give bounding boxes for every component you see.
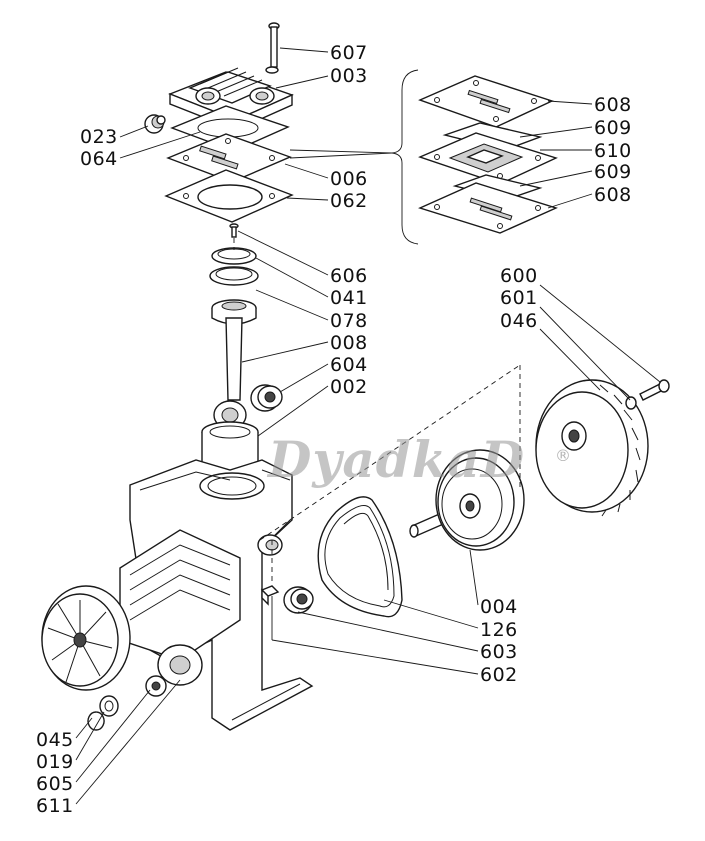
- label-006: 006: [330, 168, 368, 190]
- label-004: 004: [480, 596, 518, 618]
- detail-valve-plate-top: [418, 75, 554, 128]
- label-003: 003: [330, 65, 368, 87]
- label-019: 019: [36, 751, 74, 773]
- label-008: 008: [330, 332, 368, 354]
- piston-rings: [209, 247, 259, 286]
- label-606: 606: [330, 265, 368, 287]
- motor: [119, 529, 241, 686]
- label-610: 610: [594, 140, 632, 162]
- label-611: 611: [36, 795, 74, 817]
- label-046: 046: [500, 310, 538, 332]
- label-045: 045: [36, 729, 74, 751]
- label-608-top: 608: [594, 94, 632, 116]
- leader-lines: [75, 47, 661, 805]
- flywheel-bolt: [639, 379, 670, 401]
- label-062: 062: [330, 190, 368, 212]
- seal-605: [145, 675, 167, 697]
- watermark: DyadkaD: [268, 430, 526, 489]
- washer: [99, 695, 119, 717]
- label-064: 064: [80, 148, 118, 170]
- drive-pulley: [435, 449, 525, 551]
- axis-lines: [233, 238, 521, 585]
- detail-valve-plate-middle: [418, 132, 558, 185]
- circlip: [87, 711, 105, 731]
- label-002: 002: [330, 376, 368, 398]
- label-608-bottom: 608: [594, 184, 632, 206]
- cylinder-gasket: [164, 169, 294, 223]
- label-603: 603: [480, 641, 518, 663]
- detail-bracket: [289, 69, 419, 245]
- label-604: 604: [330, 354, 368, 376]
- label-602: 602: [480, 664, 518, 686]
- label-078: 078: [330, 310, 368, 332]
- label-609-bottom: 609: [594, 161, 632, 183]
- bearing: [250, 384, 283, 412]
- label-041: 041: [330, 287, 368, 309]
- flywheel-washer: [625, 396, 637, 410]
- watermark-registered-mark: ®: [555, 446, 571, 465]
- oil-seal: [283, 586, 314, 614]
- label-023: 023: [80, 126, 118, 148]
- label-601: 601: [500, 287, 538, 309]
- flywheel: [535, 379, 649, 517]
- connecting-rod: [213, 317, 247, 430]
- detail-valve-plate-bottom: [418, 182, 558, 234]
- head-bolt: [265, 22, 280, 74]
- label-126: 126: [480, 619, 518, 641]
- motor-fan: [41, 585, 131, 691]
- label-607: 607: [330, 42, 368, 64]
- fitting: [144, 114, 166, 134]
- valve-plate: [166, 133, 292, 183]
- label-609-top: 609: [594, 117, 632, 139]
- label-605: 605: [36, 773, 74, 795]
- label-600: 600: [500, 265, 538, 287]
- belt: [317, 496, 403, 618]
- plug: [260, 585, 280, 606]
- screw: [229, 223, 239, 238]
